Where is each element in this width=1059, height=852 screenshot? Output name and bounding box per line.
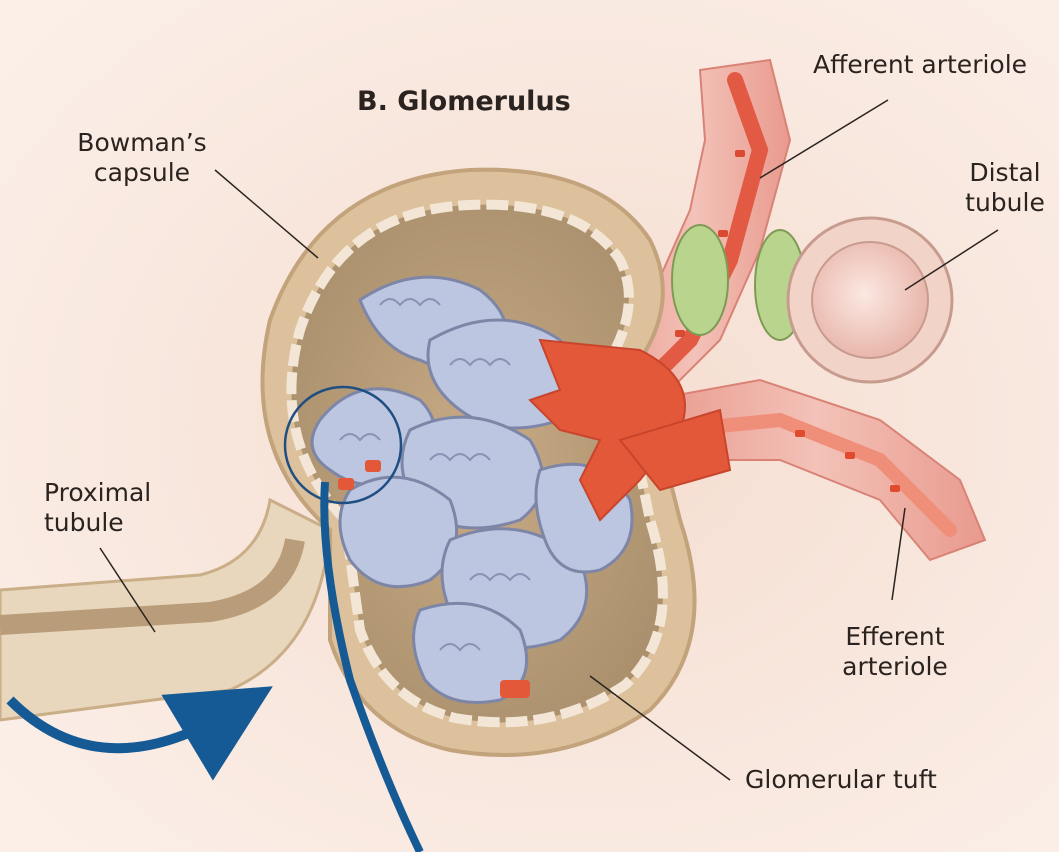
distal-tubule-section bbox=[788, 218, 952, 382]
